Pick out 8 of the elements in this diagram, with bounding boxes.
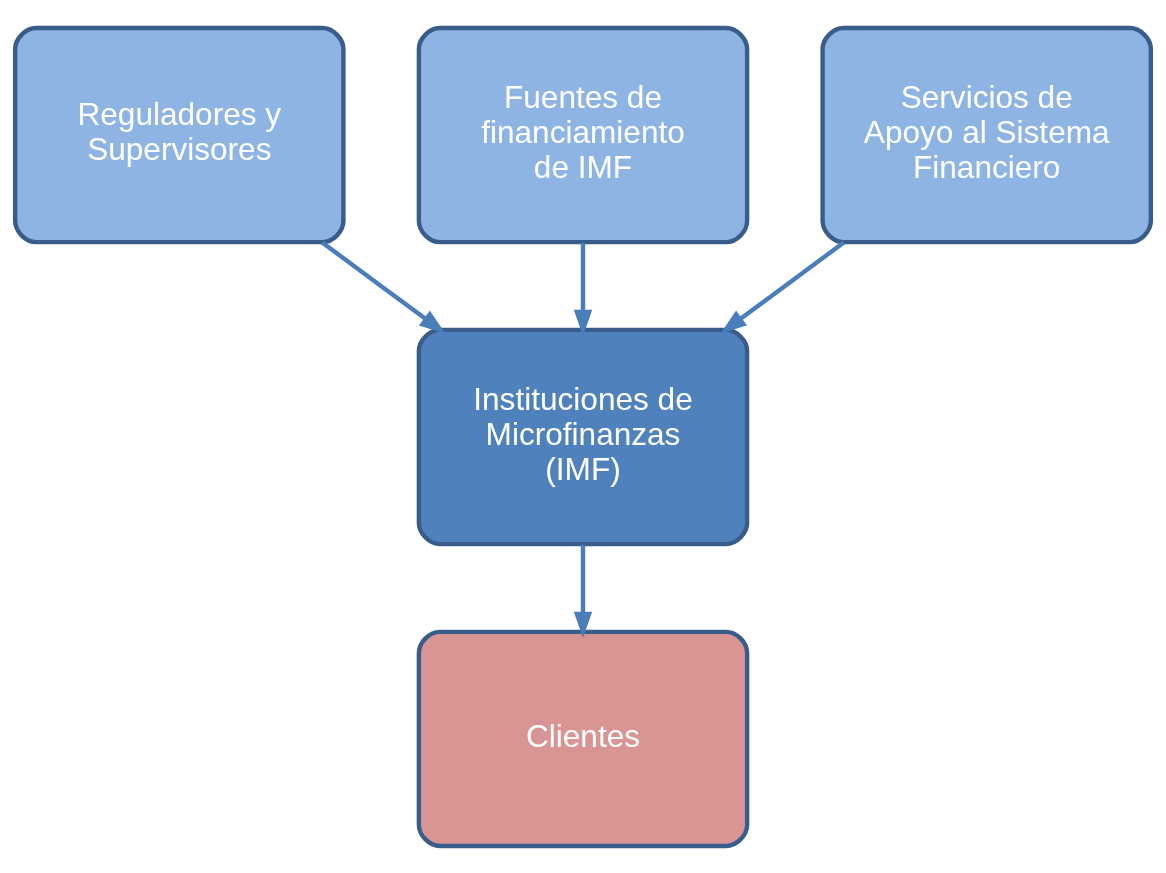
arrow [320, 240, 446, 334]
node-box: Instituciones de Microfinanzas (IMF) [416, 327, 750, 546]
node-box: Fuentes de financiamiento de IMF [416, 25, 750, 244]
node-box: Servicios de Apoyo al Sistema Financiero [820, 25, 1154, 244]
arrow [720, 240, 846, 334]
arrow [573, 544, 593, 638]
node-box: Reguladores y Supervisores [12, 25, 346, 244]
node-box: Clientes [416, 629, 750, 848]
